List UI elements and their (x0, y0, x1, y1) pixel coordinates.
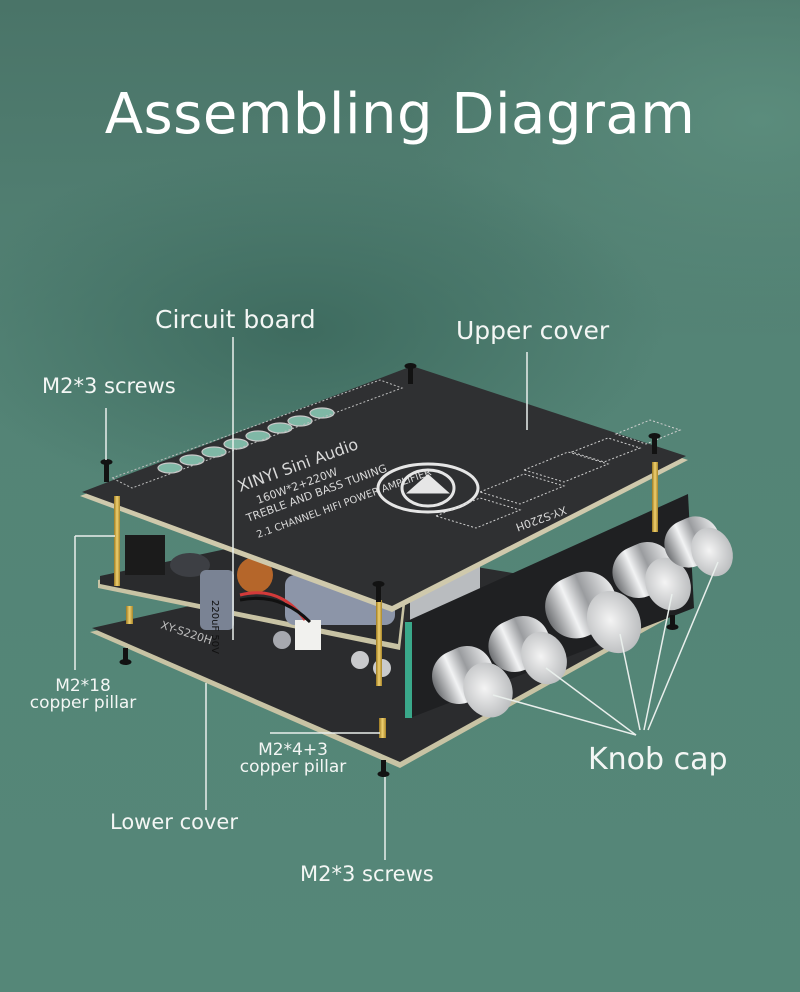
label-m2x18-pillar: M2*18 copper pillar (24, 678, 142, 712)
copper-pillars (114, 462, 658, 738)
leader-lines (74, 337, 719, 860)
screws (100, 363, 679, 777)
label-m2x3-screws-top: M2*3 screws (42, 374, 176, 398)
knob-cap-1 (432, 646, 513, 718)
m2x4-pillar-front (379, 718, 386, 738)
knob-caps (432, 516, 733, 718)
screw-icon (404, 363, 417, 384)
m2x4-pillar (126, 606, 133, 624)
knob-cap-3 (545, 571, 642, 654)
knob-cap-2 (488, 615, 567, 685)
inductor-coil (237, 557, 273, 593)
screw-icon (100, 459, 113, 482)
capacitor (200, 570, 234, 630)
speaker-connector (295, 620, 321, 650)
diagram-title: Assembling Diagram (104, 82, 696, 147)
label-m2x4-3-type: copper pillar (239, 757, 347, 777)
label-upper-cover: Upper cover (456, 316, 610, 345)
screw-icon (666, 615, 679, 630)
capacitor-marking: 220uF 50V (209, 600, 220, 654)
label-lower-cover: Lower cover (110, 810, 238, 834)
knob-cap-4 (612, 541, 691, 611)
label-circuit-board: Circuit board (155, 305, 316, 334)
brand-logo (376, 462, 480, 514)
label-m2x18-type: copper pillar (29, 693, 137, 713)
label-m2x18-size: M2*18 (55, 676, 111, 696)
m2x18-pillar (114, 496, 120, 586)
screw-icon (377, 760, 390, 777)
label-m2x3-screws-bottom: M2*3 screws (300, 862, 434, 886)
screw-icon (119, 648, 132, 665)
screw-icon (648, 433, 661, 454)
label-knob-cap: Knob cap (588, 742, 728, 777)
label-m2x4-3-pillar: M2*4+3 copper pillar (232, 742, 354, 776)
leader-knob-1 (492, 694, 637, 736)
dc-jack (125, 535, 165, 575)
screw-icon (372, 581, 385, 602)
label-m2x4-3-size: M2*4+3 (258, 740, 328, 760)
knob-cap-5 (664, 516, 733, 577)
